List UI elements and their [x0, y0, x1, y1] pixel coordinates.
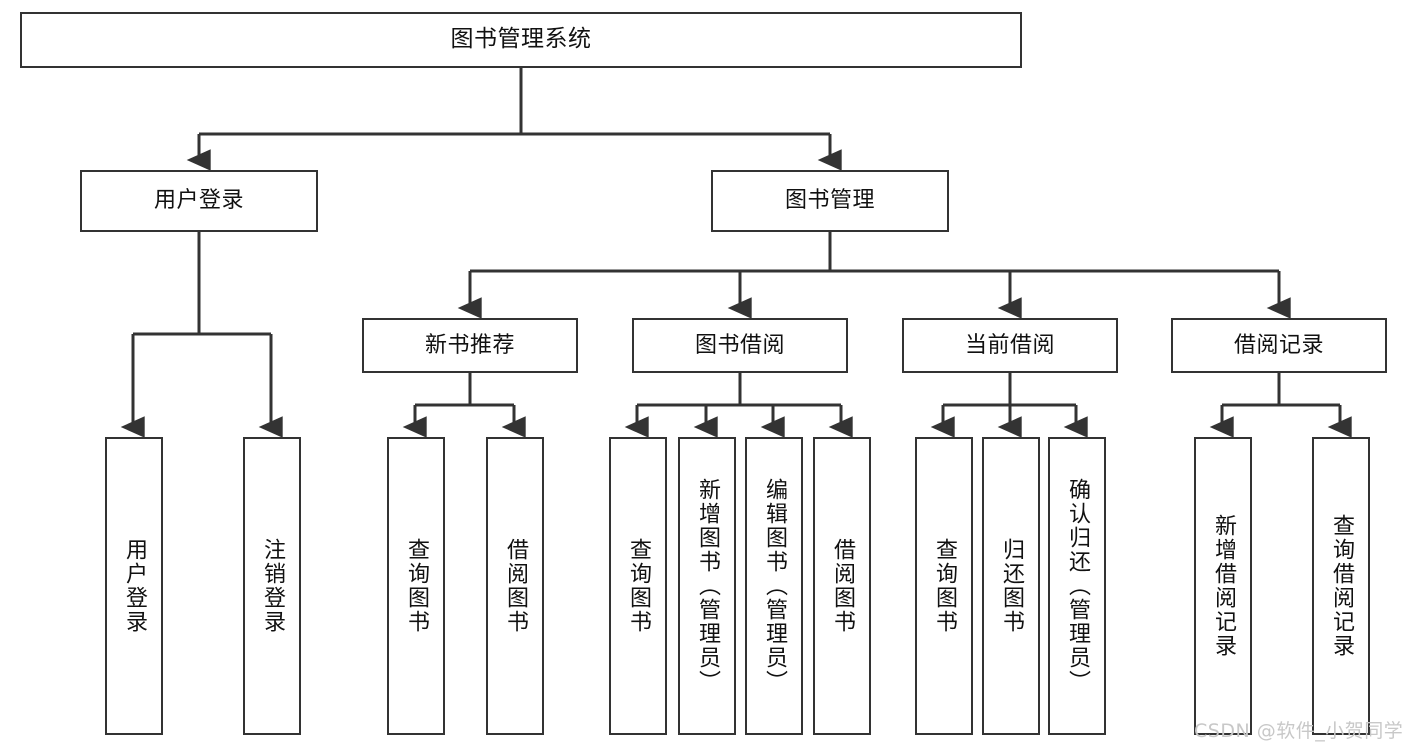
leaf-add-borrow-record[interactable]: 新增借阅记录 — [1194, 437, 1252, 735]
node-label: 查询图书 — [626, 538, 651, 634]
leaf-edit-book-admin[interactable]: 编辑图书（管理员） — [745, 437, 803, 735]
leaf-confirm-return-admin[interactable]: 确认归还（管理员） — [1048, 437, 1106, 735]
node-book-borrow[interactable]: 图书借阅 — [632, 318, 848, 373]
node-label: 图书管理系统 — [450, 26, 592, 53]
node-label: 图书借阅 — [694, 332, 785, 358]
node-label: 注销登录 — [260, 538, 285, 634]
node-label: 编辑图书（管理员） — [762, 478, 787, 694]
node-new-book-recommend[interactable]: 新书推荐 — [362, 318, 578, 373]
leaf-query-book-new[interactable]: 查询图书 — [387, 437, 445, 735]
node-label: 借阅图书 — [830, 538, 855, 634]
leaf-logout[interactable]: 注销登录 — [243, 437, 301, 735]
node-label: 用户登录 — [122, 538, 147, 634]
node-label: 查询图书 — [404, 538, 429, 634]
leaf-borrow-book-new[interactable]: 借阅图书 — [486, 437, 544, 735]
csdn-watermark: CSDN @软件_小贺同学 — [1194, 720, 1404, 742]
node-label: 借阅记录 — [1233, 332, 1324, 358]
node-label: 借阅图书 — [503, 538, 528, 634]
node-label: 新增图书（管理员） — [695, 478, 720, 694]
node-label: 确认归还（管理员） — [1065, 478, 1090, 694]
node-book-manage[interactable]: 图书管理 — [711, 170, 949, 232]
node-label: 查询图书 — [932, 538, 957, 634]
node-label: 查询借阅记录 — [1329, 514, 1354, 658]
leaf-query-book-current[interactable]: 查询图书 — [915, 437, 973, 735]
leaf-query-book-borrow[interactable]: 查询图书 — [609, 437, 667, 735]
node-label: 当前借阅 — [964, 332, 1055, 358]
leaf-user-login[interactable]: 用户登录 — [105, 437, 163, 735]
node-root-system[interactable]: 图书管理系统 — [20, 12, 1022, 68]
leaf-return-book[interactable]: 归还图书 — [982, 437, 1040, 735]
leaf-borrow-book[interactable]: 借阅图书 — [813, 437, 871, 735]
node-user-login[interactable]: 用户登录 — [80, 170, 318, 232]
node-label: 用户登录 — [153, 188, 244, 214]
node-label: 图书管理 — [784, 188, 875, 214]
node-current-borrow[interactable]: 当前借阅 — [902, 318, 1118, 373]
leaf-add-book-admin[interactable]: 新增图书（管理员） — [678, 437, 736, 735]
leaf-query-borrow-record[interactable]: 查询借阅记录 — [1312, 437, 1370, 735]
node-label: 新增借阅记录 — [1211, 514, 1236, 658]
node-label: 新书推荐 — [424, 332, 515, 358]
node-borrow-record[interactable]: 借阅记录 — [1171, 318, 1387, 373]
node-label: 归还图书 — [999, 538, 1024, 634]
